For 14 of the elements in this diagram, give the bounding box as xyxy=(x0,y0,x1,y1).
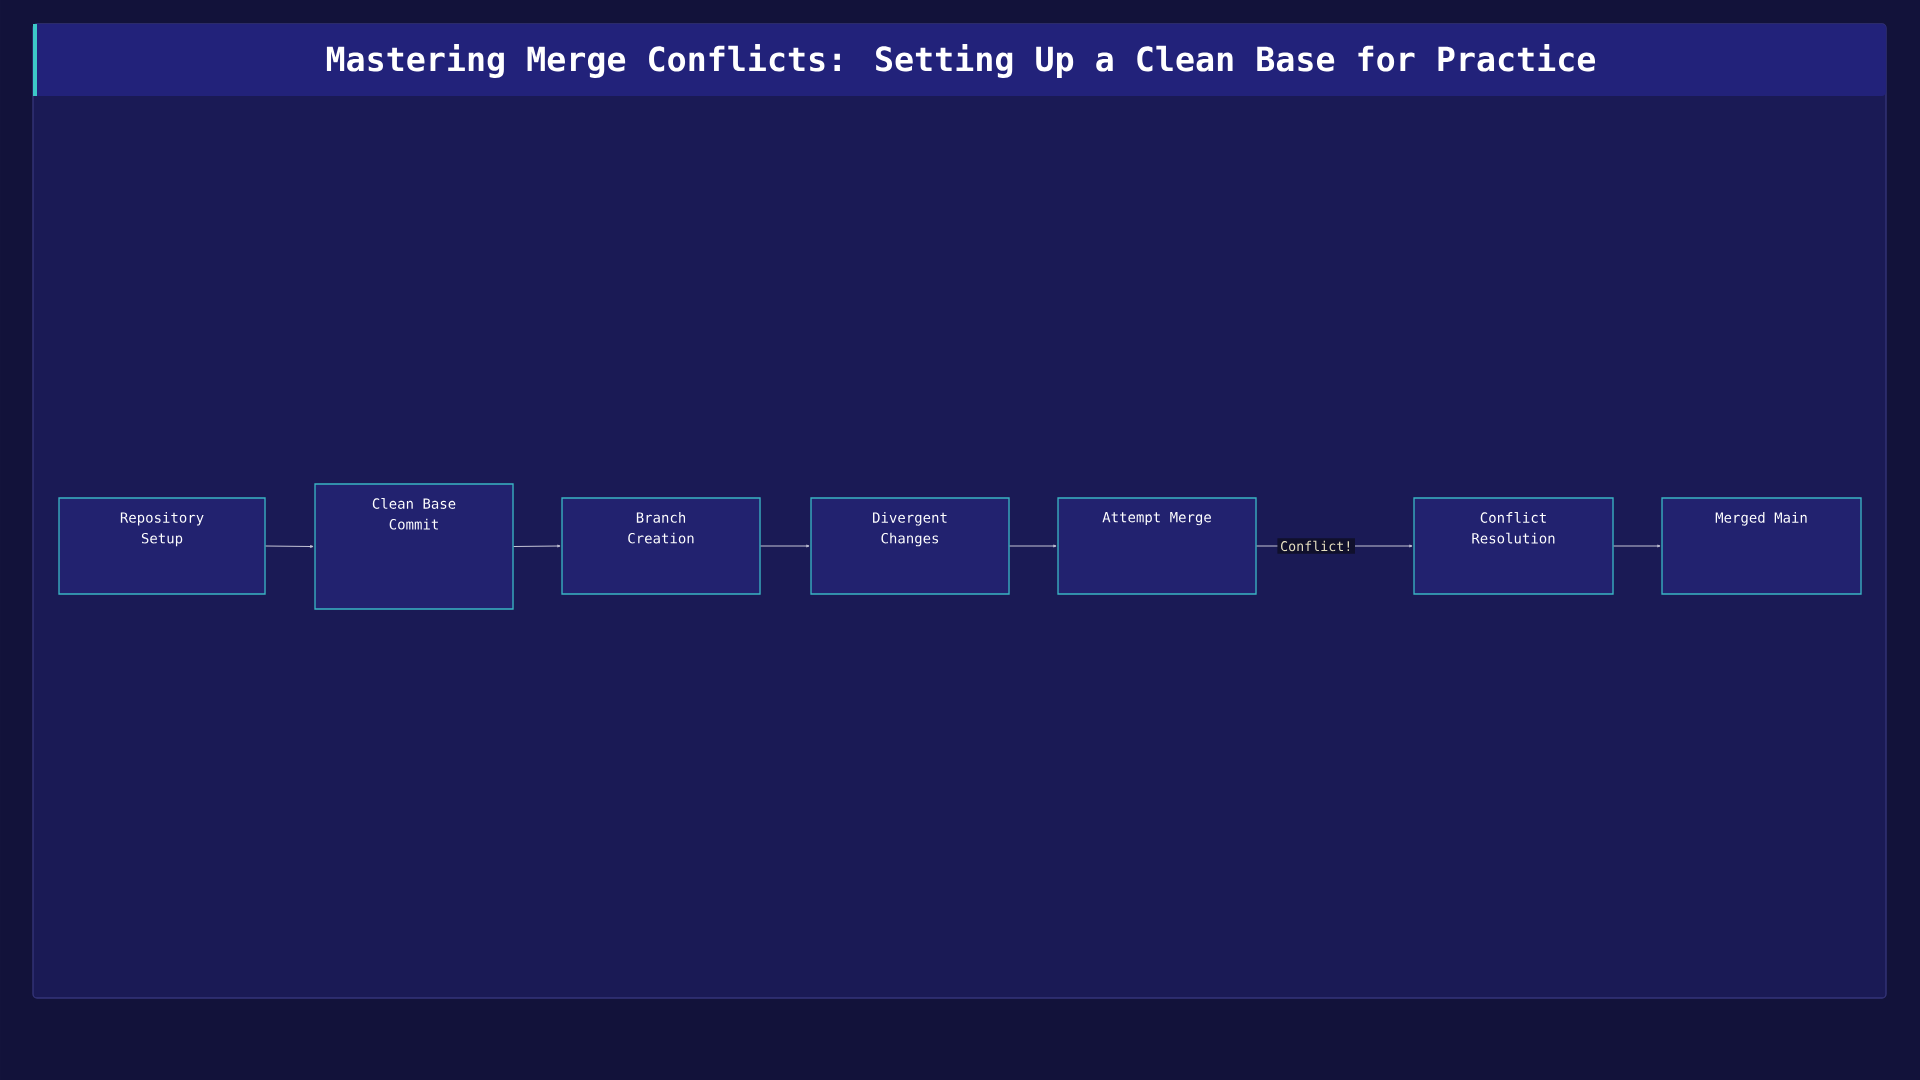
arrow xyxy=(265,545,314,548)
title: Mastering Merge Conflicts: Setting Up a Clean Base for Practice xyxy=(326,44,1596,78)
arrow xyxy=(760,544,810,548)
process-box: Branch Creation xyxy=(561,497,761,595)
arrow xyxy=(513,544,561,548)
process-box: Attempt Merge xyxy=(1057,497,1257,595)
process-box: Clean Base Commit xyxy=(314,483,514,610)
arrow xyxy=(1009,544,1057,548)
process-box: Divergent Changes xyxy=(810,497,1010,595)
process-box: Conflict Resolution xyxy=(1413,497,1614,595)
arrow xyxy=(1613,544,1661,548)
process-box: Merged Main xyxy=(1661,497,1862,595)
edge-label: Conflict! xyxy=(1277,538,1355,554)
process-box: Repository Setup xyxy=(58,497,266,595)
